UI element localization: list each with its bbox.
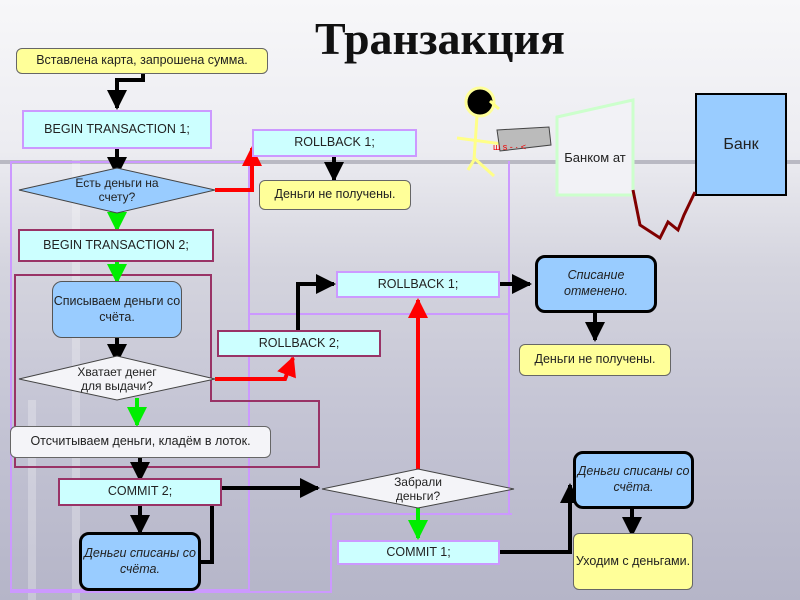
bank-label: Банк [723,135,759,153]
decision-took-money [321,468,515,509]
begin-transaction-2[interactable]: BEGIN TRANSACTION 2; [18,229,214,262]
arrow-rollback2-rollback1 [296,274,336,330]
cable-icon [631,189,697,241]
cancelled-node[interactable]: Списание отменено. [535,255,657,313]
no-money-mid[interactable]: Деньги не получены. [519,344,671,376]
commit-2[interactable]: COMMIT 2; [58,478,222,506]
background-band [28,400,36,600]
background-stripe [0,160,800,164]
page-title: Транзакция [315,13,565,64]
start-node[interactable]: Вставлена карта, запрошена сумма. [16,48,268,74]
check-cash-label: Хватает денег для выдачи? [77,364,157,393]
arrow-commit1-debited [500,483,580,554]
check-balance-label: Есть деньги на счету? [75,175,159,204]
stick-figure-icon [456,86,511,178]
rollback-1-mid[interactable]: ROLLBACK 1; [336,271,500,298]
rollback-2[interactable]: ROLLBACK 2; [217,330,381,357]
atm-label: Банком ат [564,150,626,166]
no-money-top[interactable]: Деньги не получены. [259,180,411,210]
leave-node[interactable]: Уходим с деньгами. [573,533,693,590]
begin-transaction-1[interactable]: BEGIN TRANSACTION 1; [22,110,212,149]
bank-shape [695,93,787,196]
dispense-node[interactable]: Отсчитываем деньги, кладём в лоток. [10,426,271,458]
card-scribble: ш ѕ - · < [493,142,526,152]
decision-check-balance [18,167,216,214]
debited-right-node[interactable]: Деньги списаны со счёта. [573,451,694,509]
took-money-label: Забрали деньги? [394,474,442,503]
arrow-check-no [215,146,262,192]
arrow-debited-tookmoney [201,478,320,564]
decision-check-cash [18,355,216,401]
arrow-checkcash-no [215,356,296,381]
debit-node[interactable]: Списываем деньги со счёта. [52,281,182,338]
commit-1[interactable]: COMMIT 1; [337,540,500,565]
arrow-start-begin1 [107,74,145,110]
rollback-1-top[interactable]: ROLLBACK 1; [252,129,417,157]
bank-card-icon [496,126,552,152]
debited-left-node[interactable]: Деньги списаны со счёта. [79,532,201,591]
